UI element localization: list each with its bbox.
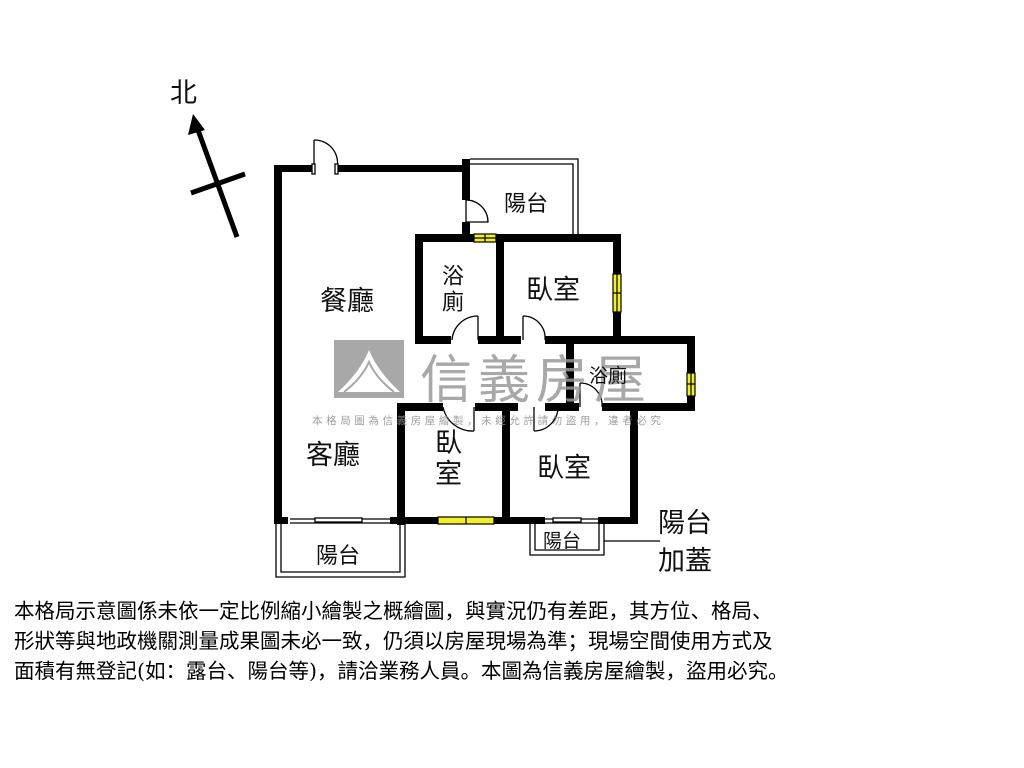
room-label-living: 客廳 bbox=[306, 440, 360, 471]
room-label-bath-1: 浴廁 bbox=[438, 264, 463, 316]
walls bbox=[274, 159, 695, 525]
watermark-notice: 本格局圖為信義房屋繪製，未經允許請勿盜用，違者必究 bbox=[312, 415, 665, 427]
entry-door bbox=[311, 139, 339, 175]
balcony-outlines bbox=[275, 158, 660, 578]
balcony-door-north bbox=[465, 199, 489, 223]
bath1-door bbox=[451, 315, 479, 341]
floor-plan-drawing bbox=[188, 114, 696, 578]
bath2-door bbox=[579, 382, 603, 408]
room-label-balcony-north: 陽台 bbox=[504, 192, 549, 217]
compass-north-label: 北 bbox=[170, 78, 197, 109]
sliding-door-bedroom3 bbox=[545, 517, 598, 524]
disclaimer-line-3: 面積有無登記(如：露台、陽台等)，請洽業務人員。本圖為信義房屋繪製，盜用必究。 bbox=[14, 659, 789, 683]
north-arrow-icon bbox=[188, 114, 246, 238]
room-label-bedroom-2: 臥室 bbox=[430, 428, 461, 490]
room-label-bath-2: 浴廁 bbox=[589, 365, 628, 387]
bedroom1-door bbox=[522, 315, 546, 341]
disclaimer-text: 本格局示意圖係未依一定比例縮小繪製之概繪圖，與實況仍有差距，其方位、格局、 形狀… bbox=[14, 596, 1014, 686]
room-label-dining: 餐廳 bbox=[320, 286, 374, 317]
bedroom3-door bbox=[533, 406, 559, 432]
windows bbox=[437, 233, 696, 525]
watermark-brand: 信義房屋 bbox=[420, 351, 653, 411]
disclaimer-line-1: 本格局示意圖係未依一定比例縮小繪製之概繪圖，與實況仍有差距，其方位、格局、 bbox=[14, 599, 773, 623]
bedroom2-door bbox=[442, 406, 475, 432]
room-label-balcony-south-west: 陽台 bbox=[316, 544, 361, 569]
annotation-balcony-line2: 加蓋 bbox=[658, 546, 712, 577]
sliding-door-living bbox=[290, 517, 390, 524]
annotation-balcony-line1: 陽台 bbox=[658, 508, 712, 539]
room-label-bedroom-1: 臥室 bbox=[526, 275, 580, 306]
floor-plan: 北 信義房屋 本格局圖為信義房屋繪製，未經允許請勿盜用，違者必究 餐廳 客廳 浴… bbox=[170, 78, 712, 578]
disclaimer-line-2: 形狀等與地政機關測量成果圖未必一致，仍須以房屋現場為準；現場空間使用方式及 bbox=[14, 629, 773, 653]
watermark-logo-icon bbox=[334, 340, 404, 398]
room-label-bedroom-3: 臥室 bbox=[537, 453, 591, 484]
room-label-balcony-south-east: 陽台 bbox=[543, 530, 582, 552]
doors bbox=[290, 139, 603, 524]
